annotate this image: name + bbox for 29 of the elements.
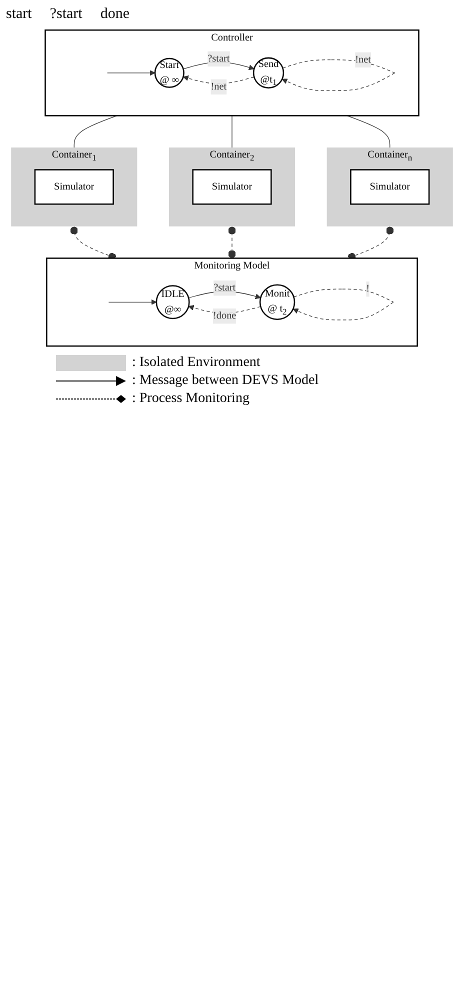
- node-circle: Start @ ∞: [154, 58, 184, 88]
- edge-label: !net: [210, 81, 227, 92]
- edge-label: !net: [355, 54, 371, 65]
- connector: [346, 115, 390, 148]
- port-label: start: [6, 6, 32, 23]
- arrow: [188, 290, 261, 300]
- connector: [74, 115, 118, 148]
- node-box: Simulator: [350, 169, 430, 205]
- arrow: [188, 305, 261, 314]
- port-label: ?start: [50, 6, 82, 23]
- edge-label: ?start: [214, 282, 236, 294]
- arrow: [108, 299, 157, 305]
- edge-label: ?start: [208, 53, 230, 64]
- node-circle: IDLE @∞: [156, 285, 190, 320]
- legend-label: : Process Monitoring: [132, 391, 250, 408]
- legend-label: : Message between DEVS Model: [132, 373, 319, 390]
- arrow: [292, 288, 394, 320]
- arrow: [183, 76, 254, 84]
- node-box: Simulator: [34, 169, 114, 205]
- node-circle: Monit @ t$_{2}$: [259, 284, 296, 320]
- arrow: [282, 60, 396, 92]
- legend-label: : Isolated Environment: [132, 355, 260, 372]
- connector: [228, 226, 236, 259]
- edge-label: !done: [213, 310, 236, 322]
- edge-label: !: [366, 283, 370, 294]
- arrow: [106, 70, 156, 76]
- node-box: Simulator: [192, 169, 272, 205]
- arrow: [182, 62, 254, 70]
- port-label: done: [100, 6, 130, 23]
